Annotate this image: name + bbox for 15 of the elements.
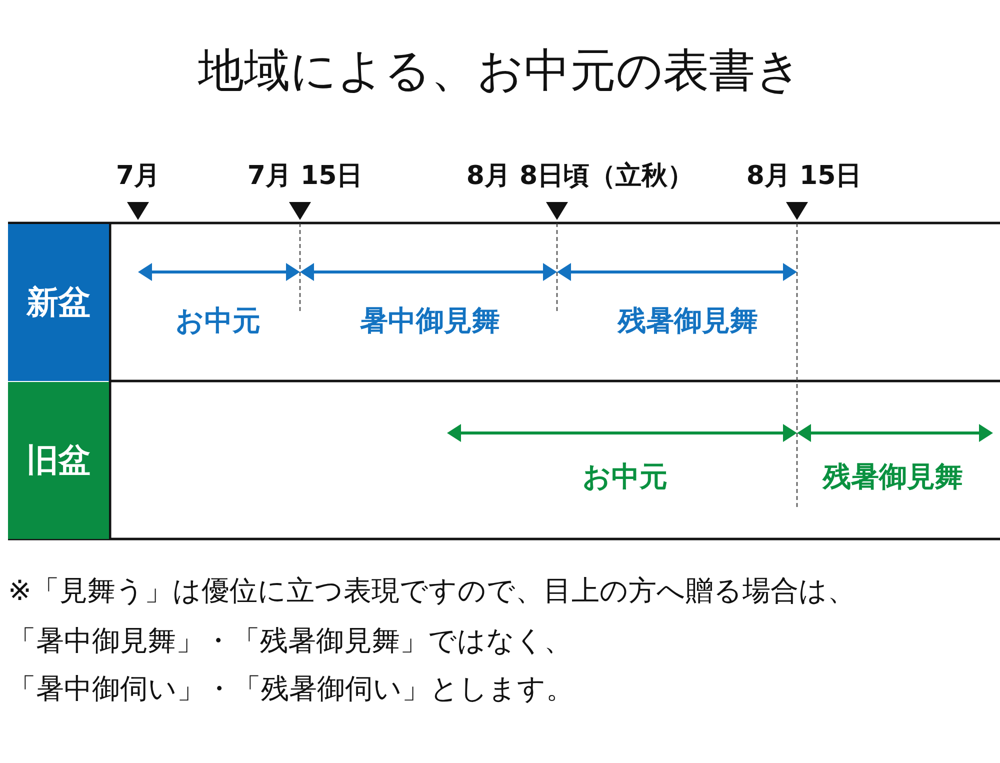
row-header: 新盆	[8, 224, 109, 381]
note-text: 「暑中御見舞」・「残暑御見舞」ではなく、	[8, 623, 572, 659]
period-label: お中元	[176, 303, 260, 339]
date-label: 7月 15日	[247, 160, 363, 193]
date-label: 7月	[116, 160, 160, 193]
row-header: 旧盆	[8, 382, 109, 539]
note-text: ※「見舞う」は優位に立つ表現ですので、目上の方へ贈る場合は、	[8, 573, 856, 609]
title: 地域による、お中元の表書き	[197, 42, 803, 99]
period-label: 残暑御見舞	[618, 303, 758, 339]
period-label: 暑中御見舞	[360, 303, 500, 339]
period-label: お中元	[582, 459, 668, 495]
period-label: 残暑御見舞	[823, 459, 963, 495]
date-label: 8月 8日頃（立秋）	[466, 160, 694, 193]
note-text: 「暑中御伺い」・「残暑御伺い」とします。	[8, 671, 574, 707]
date-label: 8月 15日	[746, 160, 862, 193]
